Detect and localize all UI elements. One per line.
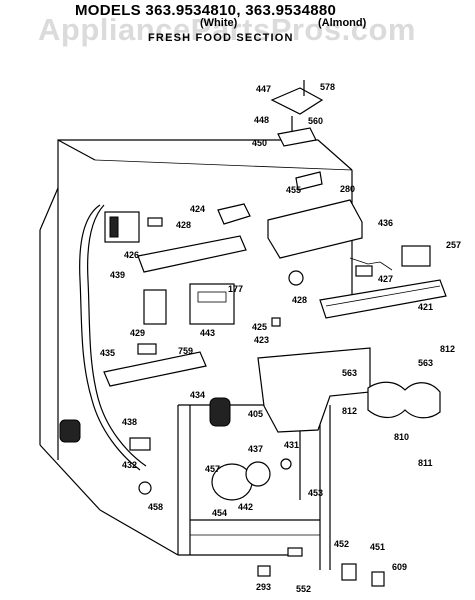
part-label-450: 450 (252, 138, 267, 148)
part-label-405: 405 (248, 409, 263, 419)
models-title: MODELS 363.9534810, 363.9534880 (75, 2, 337, 19)
part-label-452: 452 (334, 539, 349, 549)
part-405-shroud (257, 347, 371, 433)
part-429-bracket (143, 289, 167, 325)
part-label-423: 423 (254, 335, 269, 345)
variant-almond-label: (Almond) (318, 17, 367, 29)
part-label-578: 578 (320, 82, 335, 92)
part-label-563: 563 (342, 368, 357, 378)
part-label-428: 428 (176, 220, 191, 230)
part-label-455: 455 (286, 185, 301, 195)
part-label-448: 448 (254, 115, 269, 125)
part-257-connector (401, 245, 431, 267)
variant-white-label: (White) (200, 17, 238, 29)
part-label-432: 432 (122, 460, 137, 470)
part-label-563: 563 (418, 358, 433, 368)
part-label-812: 812 (342, 406, 357, 416)
part-label-428: 428 (292, 295, 307, 305)
part-label-177: 177 (228, 284, 243, 294)
part-label-811: 811 (418, 458, 433, 468)
part-label-454: 454 (212, 508, 227, 518)
part-label-759: 759 (178, 346, 193, 356)
part-label-437: 437 (248, 444, 263, 454)
part-label-458: 458 (148, 502, 163, 512)
part-label-280: 280 (340, 184, 355, 194)
part-434-gasket (209, 397, 231, 427)
part-label-609: 609 (392, 562, 407, 572)
part-label-443: 443 (200, 328, 215, 338)
part-439-rail (137, 235, 247, 273)
part-label-442: 442 (238, 502, 253, 512)
part-447-cover (270, 87, 324, 115)
wire-harness (79, 204, 141, 471)
part-label-427: 427 (378, 274, 393, 284)
part-label-435: 435 (100, 348, 115, 358)
part-424-switch (217, 203, 251, 225)
part-label-438: 438 (122, 417, 137, 427)
part-label-453: 453 (308, 488, 323, 498)
drain-grille (59, 419, 81, 443)
part-436-housing (267, 199, 363, 259)
part-label-434: 434 (190, 390, 205, 400)
section-title: FRESH FOOD SECTION (148, 32, 294, 44)
part-443-control (189, 283, 235, 325)
part-label-447: 447 (256, 84, 271, 94)
part-label-293: 293 (256, 582, 271, 592)
part-810-heater (367, 381, 441, 419)
part-labels: 447 578 448 560 450 455 280 424 436 428 426 257 439 4… (100, 82, 461, 594)
part-label-425: 425 (252, 322, 267, 332)
part-label-429: 429 (130, 328, 145, 338)
part-label-436: 436 (378, 218, 393, 228)
part-421-trim (319, 279, 447, 319)
part-450-bracket (277, 127, 317, 147)
part-label-431: 431 (284, 440, 299, 450)
part-label-426: 426 (124, 250, 139, 260)
part-label-560: 560 (308, 116, 323, 126)
part-label-439: 439 (110, 270, 125, 280)
part-label-810: 810 (394, 432, 409, 442)
part-437-motor (245, 461, 271, 487)
part-label-421: 421 (418, 302, 433, 312)
part-label-257: 257 (446, 240, 461, 250)
part-label-457: 457 (205, 464, 220, 474)
part-label-451: 451 (370, 542, 385, 552)
part-759-tube (103, 351, 207, 387)
part-label-552: 552 (296, 584, 311, 594)
part-label-812: 812 (440, 344, 455, 354)
part-label-424: 424 (190, 204, 205, 214)
